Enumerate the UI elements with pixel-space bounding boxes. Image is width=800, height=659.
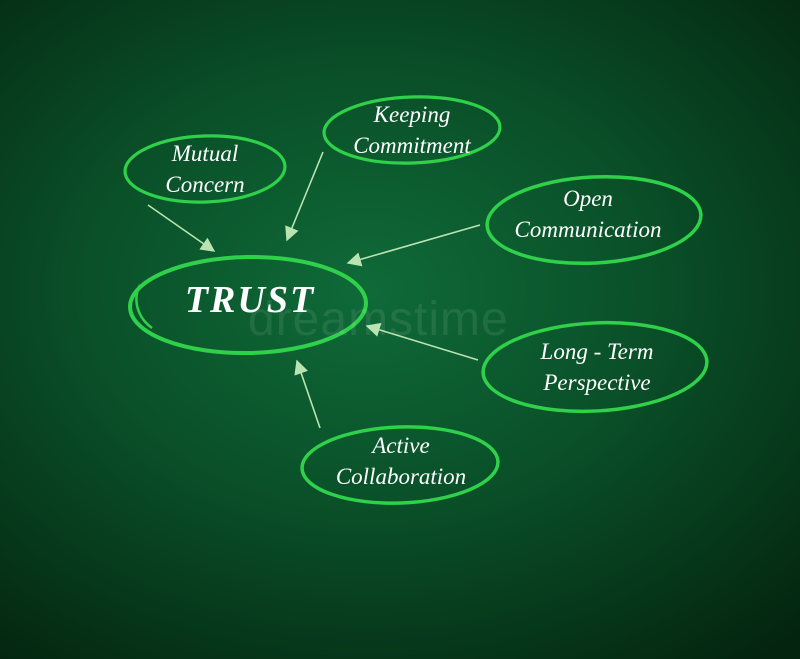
- keeping-commitment-line-2: Commitment: [353, 133, 471, 158]
- keeping-commitment-oval: [322, 95, 502, 165]
- open-communication-oval: [485, 174, 703, 266]
- arrow-keeping-commitment: [285, 151, 324, 242]
- trust-label: TRUST: [184, 279, 316, 321]
- active-collaboration-line-2: Collaboration: [335, 464, 467, 489]
- long-term-perspective-line-2: Perspective: [543, 370, 651, 395]
- keeping-commitment-line-1: Keeping: [373, 102, 451, 127]
- long-term-perspective-label: Long - Term Perspective: [541, 336, 654, 398]
- mutual-concern-label: Mutual Concern: [165, 138, 244, 200]
- arrow-long-term-perspective: [365, 322, 479, 361]
- open-communication-label: Open Communication: [515, 183, 662, 245]
- mutual-concern-line-1: Mutual: [171, 141, 239, 166]
- active-collaboration-line-1: Active: [372, 433, 430, 458]
- long-term-perspective-line-1: Long - Term: [540, 339, 654, 364]
- mutual-concern-oval: [123, 134, 287, 204]
- keeping-commitment-label: Keeping Commitment: [353, 99, 471, 161]
- mutual-concern-line-2: Concern: [165, 172, 245, 197]
- active-collaboration-oval: [300, 425, 500, 505]
- active-collaboration-label: Active Collaboration: [336, 430, 466, 492]
- open-communication-line-1: Open: [563, 186, 613, 211]
- open-communication-line-2: Communication: [514, 217, 662, 242]
- trust-oval: [128, 254, 368, 356]
- arrow-open-communication: [346, 224, 481, 267]
- long-term-perspective-oval: [481, 320, 709, 414]
- watermark: dreamstime: [248, 293, 509, 346]
- arrow-mutual-concern: [147, 204, 216, 252]
- arrow-active-collaboration: [294, 359, 321, 429]
